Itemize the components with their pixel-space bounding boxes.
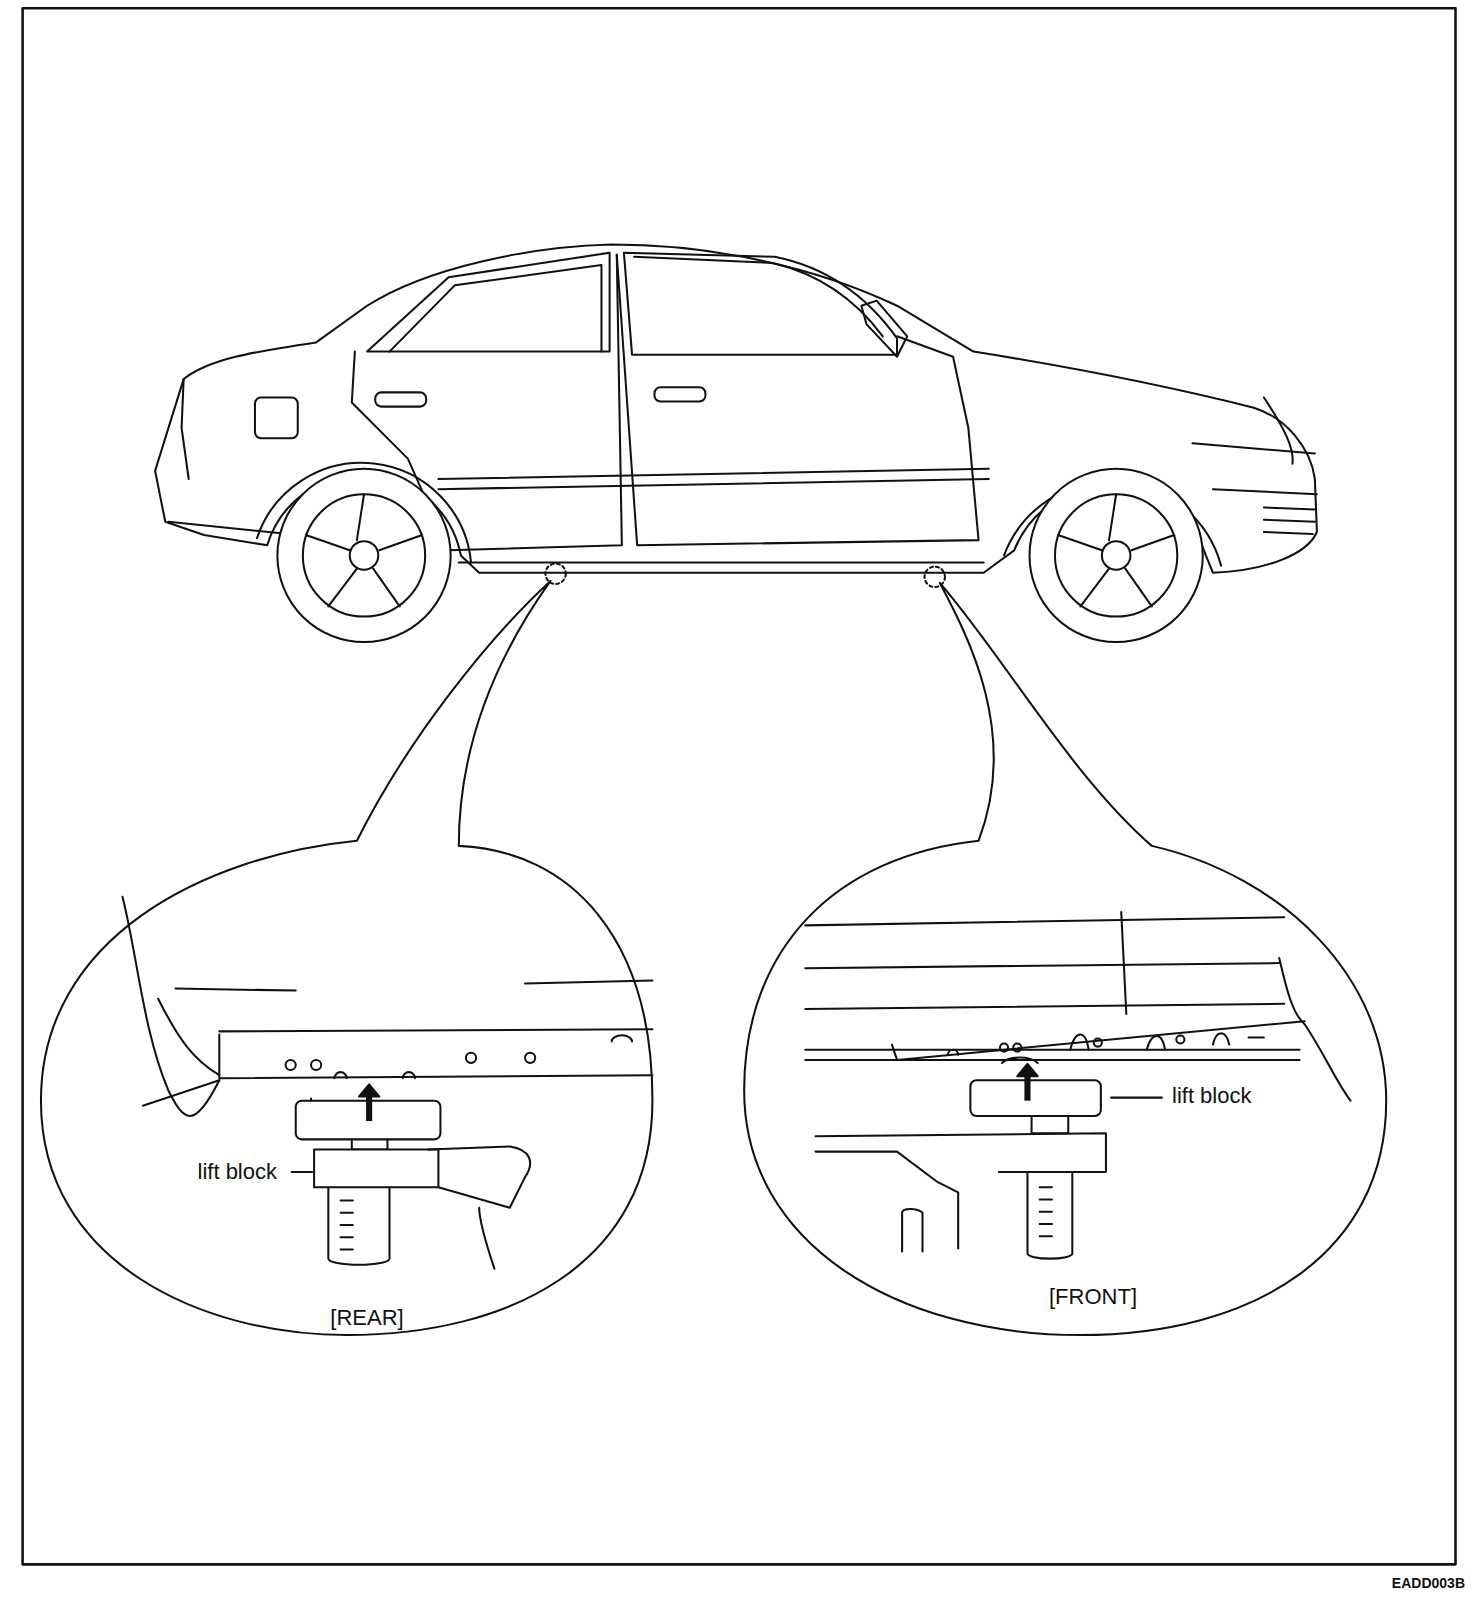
view-caption: [FRONT] xyxy=(1049,1285,1137,1309)
rear-detail-bubble xyxy=(41,581,652,1335)
figure-code: EADD003B xyxy=(1392,1576,1465,1591)
part-label: lift block xyxy=(198,1160,277,1184)
car-side-view xyxy=(155,245,1317,642)
part-label: lift block xyxy=(1172,1084,1251,1108)
frame xyxy=(23,8,1456,1564)
front-detail-bubble xyxy=(744,583,1386,1335)
view-caption: [REAR] xyxy=(330,1306,403,1330)
